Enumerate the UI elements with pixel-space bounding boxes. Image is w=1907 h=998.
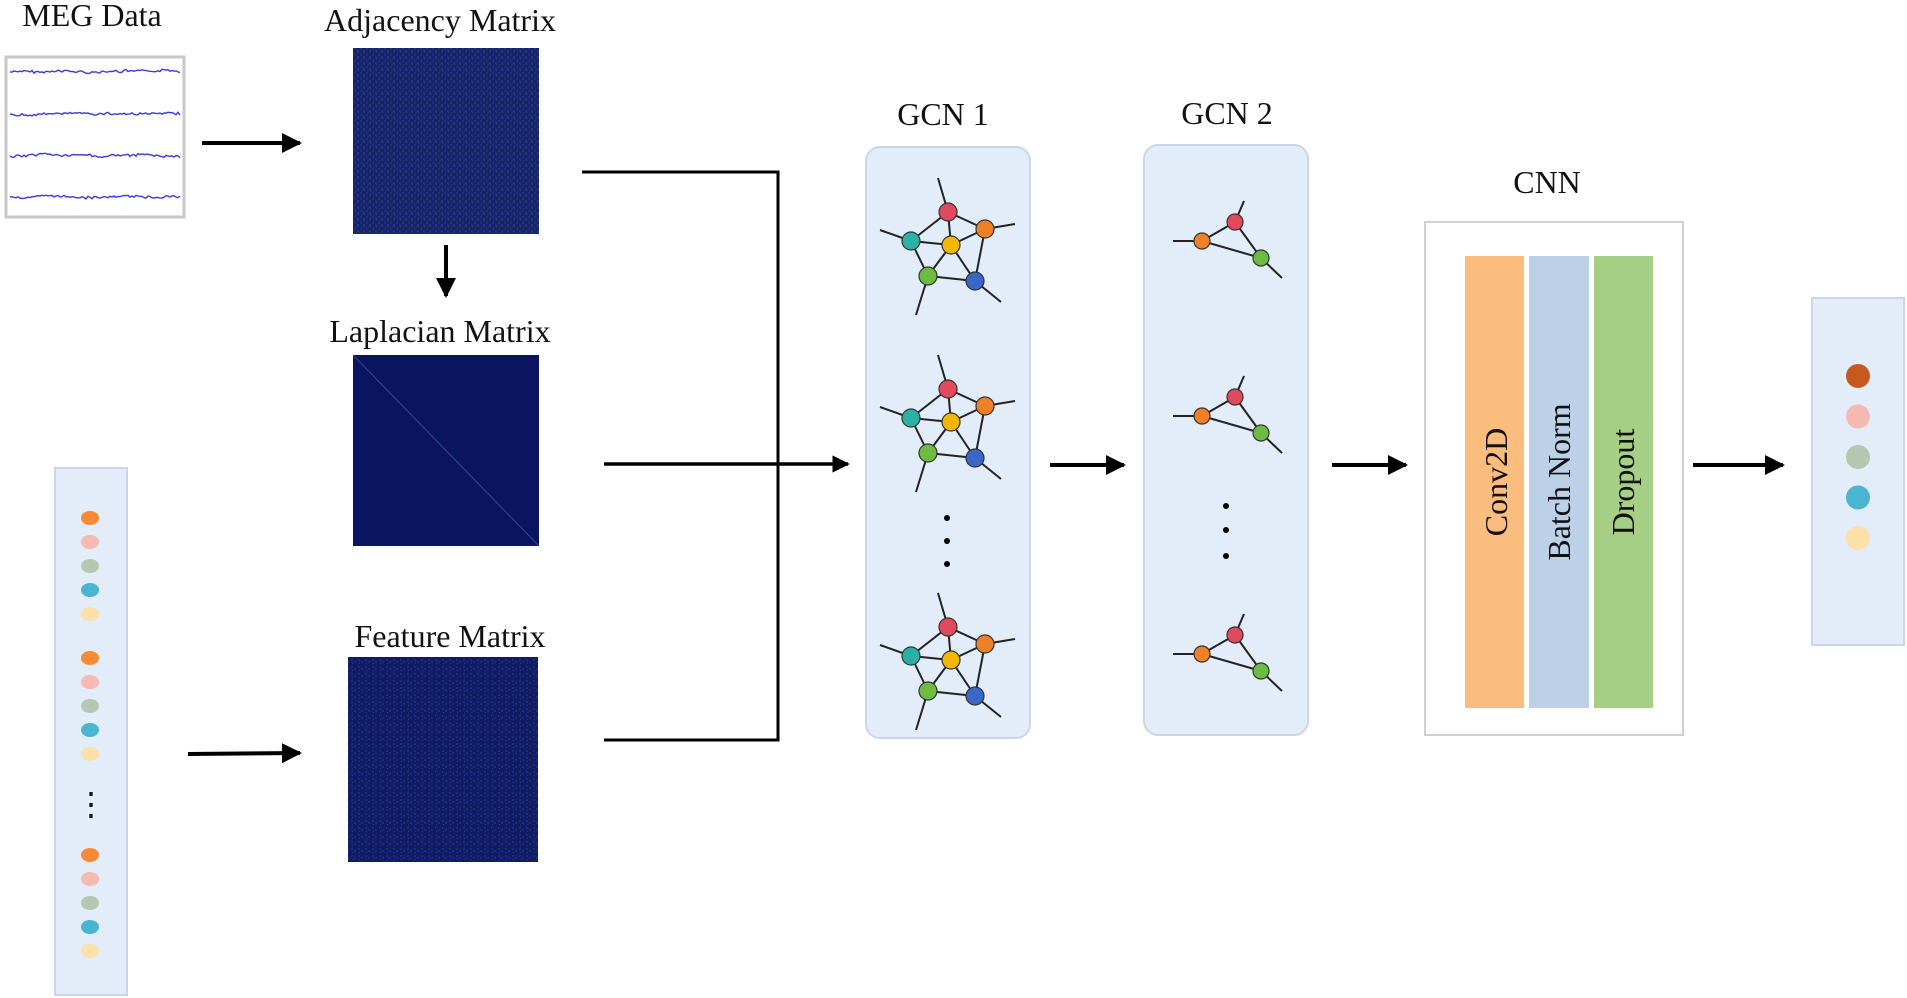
dropout-label: Dropout [1605, 429, 1641, 536]
graph-node [1226, 388, 1244, 406]
adjacency-matrix-heatmap [353, 48, 539, 234]
gcn1-graph [879, 592, 1016, 731]
output-dot [1846, 485, 1870, 510]
graph-node [1226, 626, 1244, 644]
cnn-label: CNN [1513, 164, 1581, 200]
graph-node [1193, 645, 1211, 663]
graph-node [901, 408, 921, 428]
feature-dot [81, 607, 99, 621]
graph-node [1252, 662, 1270, 680]
graph-edge [1201, 240, 1262, 259]
input-feature-dots [81, 511, 99, 958]
meg-data-label: MEG Data [22, 0, 162, 33]
gcn2-ellipsis [1223, 503, 1229, 559]
connector-adjacency-to-merge [582, 170, 780, 464]
meg-signal-trace [9, 68, 181, 75]
graph-node [975, 219, 995, 239]
graph-node [901, 646, 921, 666]
graph-node [1226, 213, 1244, 231]
feature-dot [81, 535, 99, 549]
feature-dot [81, 747, 99, 761]
output-dot [1846, 445, 1870, 469]
feature-dot [81, 848, 99, 862]
gcn2-graph [1173, 613, 1283, 692]
gcn2-label: GCN 2 [1181, 95, 1273, 131]
graph-node [941, 412, 961, 432]
graph-node [941, 650, 961, 670]
feature-dot [81, 559, 99, 573]
graph-node [941, 235, 961, 255]
conv2d-label: Conv2D [1478, 428, 1514, 536]
output-dot [1846, 364, 1870, 388]
laplacian-matrix-label: Laplacian Matrix [329, 313, 550, 349]
feature-matrix-label: Feature Matrix [354, 618, 545, 654]
graph-node [938, 379, 958, 399]
gcn1-label: GCN 1 [897, 96, 989, 132]
gcn1-graph [879, 177, 1016, 316]
graph-node [1252, 249, 1270, 267]
graph-node [918, 681, 938, 701]
feature-dot [81, 675, 99, 689]
gcn1-graph [879, 354, 1016, 493]
feature-dot [81, 651, 99, 665]
gcn2-panel [1143, 144, 1309, 736]
graph-node [965, 686, 985, 706]
meg-signal-trace [9, 194, 181, 200]
graph-node [938, 202, 958, 222]
graph-edge [1201, 653, 1262, 672]
meg-signal-trace [9, 152, 181, 159]
output-panel [1811, 297, 1905, 646]
graph-node [965, 448, 985, 468]
feature-dot [81, 511, 99, 525]
graph-node [1252, 424, 1270, 442]
graph-edge [1201, 415, 1262, 434]
laplacian-matrix-heatmap [352, 354, 540, 547]
gcn1-panel [865, 146, 1031, 739]
adjacency-matrix-label: Adjacency Matrix [324, 2, 556, 38]
graph-node [975, 396, 995, 416]
meg-signal-trace [9, 111, 181, 117]
batch-norm-label: Batch Norm [1541, 403, 1577, 560]
gcn1-ellipsis [944, 515, 950, 567]
conv2d-layer [1465, 256, 1524, 708]
feature-dot [81, 583, 99, 597]
output-dots [1846, 364, 1870, 550]
feature-dot [81, 699, 99, 713]
graph-node [918, 443, 938, 463]
graph-node [901, 231, 921, 251]
graph-node [975, 634, 995, 654]
arrow-features-to-feature-matrix [187, 743, 302, 764]
feature-dot [81, 723, 99, 737]
gcn2-graph [1173, 200, 1283, 279]
feature-dot [81, 896, 99, 910]
feature-matrix-heatmap [348, 657, 538, 862]
graph-node [1193, 232, 1211, 250]
feature-vector-ellipsis: ⋮ [75, 786, 107, 822]
output-dot [1846, 526, 1870, 550]
feature-dot [81, 944, 99, 958]
graph-node [938, 617, 958, 637]
graph-node [965, 271, 985, 291]
gcn2-graph [1173, 375, 1283, 454]
output-dot [1846, 404, 1870, 429]
graph-node [1193, 407, 1211, 425]
feature-dot [81, 872, 99, 886]
meg-data-panel [4, 55, 186, 219]
graph-node [918, 266, 938, 286]
dropout-layer [1594, 256, 1653, 708]
feature-dot [81, 920, 99, 934]
batch-norm-layer [1529, 256, 1589, 708]
connector-feature-to-merge [604, 464, 780, 742]
